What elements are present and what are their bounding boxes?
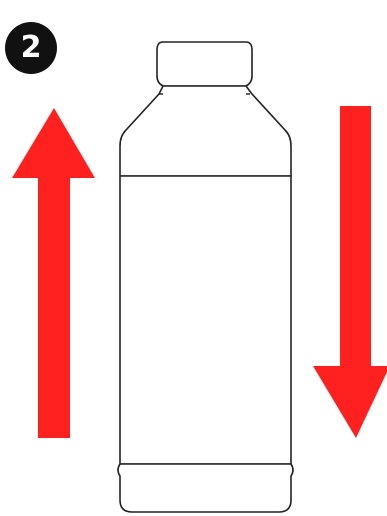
up-arrow-icon bbox=[12, 108, 95, 438]
bottle-base bbox=[118, 464, 293, 512]
bottle bbox=[118, 42, 293, 512]
bottle-shoulder bbox=[120, 86, 291, 176]
bottle-cap bbox=[157, 42, 252, 86]
down-arrow-icon bbox=[313, 106, 387, 438]
bottle-body bbox=[120, 176, 291, 464]
